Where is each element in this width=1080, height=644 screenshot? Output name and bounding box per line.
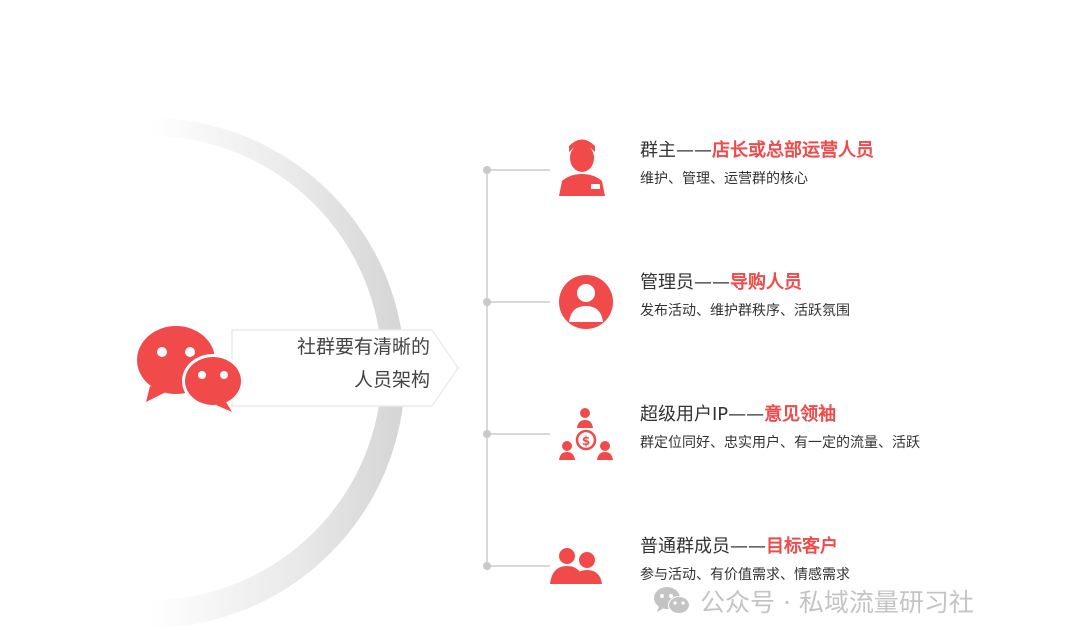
role-title: 超级用户IP——意见领袖 — [640, 403, 920, 427]
role-title-prefix: 超级用户IP—— — [640, 404, 765, 425]
role-title-prefix: 普通群成员—— — [640, 536, 766, 557]
role-desc: 参与活动、有价值需求、情感需求 — [640, 567, 850, 583]
role-owner: 群主——店长或总部运营人员 维护、管理、运营群的核心 — [640, 139, 874, 189]
role-title-highlight: 目标客户 — [766, 536, 838, 557]
connector-dots — [483, 166, 491, 570]
members-icon — [550, 548, 602, 584]
background-arc — [150, 118, 405, 628]
dot-4 — [483, 562, 491, 570]
dot-1 — [483, 166, 491, 174]
role-desc: 发布活动、维护群秩序、活跃氛围 — [640, 303, 850, 319]
watermark: 公众号 · 私域流量研习社 — [652, 584, 974, 618]
role-member: 普通群成员——目标客户 参与活动、有价值需求、情感需求 — [640, 535, 850, 585]
role-desc: 群定位同好、忠实用户、有一定的流量、活跃 — [640, 435, 920, 451]
dot-2 — [483, 298, 491, 306]
watermark-text: 公众号 · 私域流量研习社 — [700, 588, 974, 617]
center-label: 社群要有清晰的 人员架构 — [262, 331, 430, 397]
role-title-highlight: 意见领袖 — [764, 404, 837, 425]
role-super-user: 超级用户IP——意见领袖 群定位同好、忠实用户、有一定的流量、活跃 — [640, 403, 920, 453]
role-desc: 维护、管理、运营群的核心 — [640, 171, 808, 187]
dot-3 — [483, 430, 491, 438]
chat-bubbles-icon — [137, 326, 244, 412]
svg-text:$: $ — [582, 434, 590, 448]
admin-user-icon — [559, 275, 613, 329]
center-label-line-2: 人员架构 — [353, 369, 430, 391]
center-label-line-1: 社群要有清晰的 — [296, 336, 430, 358]
role-admin: 管理员——导购人员 发布活动、维护群秩序、活跃氛围 — [640, 271, 850, 321]
connector-branches — [487, 169, 550, 567]
super-user-icon: $ — [559, 408, 613, 460]
role-title-prefix: 群主—— — [640, 140, 712, 161]
role-title-highlight: 店长或总部运营人员 — [712, 140, 874, 161]
shop-owner-icon — [559, 139, 605, 196]
role-title: 管理员——导购人员 — [640, 271, 850, 295]
role-title: 普通群成员——目标客户 — [640, 535, 850, 559]
wechat-logo-icon — [654, 587, 690, 614]
role-title-prefix: 管理员—— — [640, 272, 730, 293]
role-title-highlight: 导购人员 — [730, 272, 802, 293]
role-title: 群主——店长或总部运营人员 — [640, 139, 874, 163]
